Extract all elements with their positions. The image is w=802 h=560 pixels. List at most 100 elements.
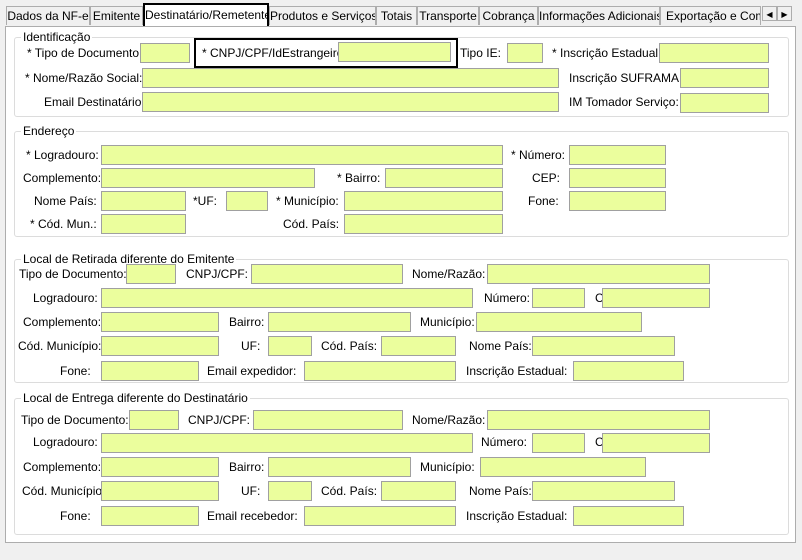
label-logradouro: * Logradouro: <box>26 148 99 162</box>
retirada-nome-razao-field[interactable] <box>487 264 710 284</box>
retirada-cnpj-cpf-field[interactable] <box>251 264 403 284</box>
label-im-tomador: IM Tomador Serviço: <box>569 95 679 109</box>
retirada-nome-pais-field[interactable] <box>532 336 675 356</box>
label-numero: Número: <box>484 291 531 305</box>
entrega-bairro-field[interactable] <box>268 457 411 477</box>
entrega-cod-pais-field[interactable] <box>381 481 456 501</box>
label-municipio: Município: <box>420 460 475 474</box>
tab-transporte[interactable]: Transporte <box>417 6 479 25</box>
cod-mun-field[interactable] <box>101 214 186 234</box>
tipo-ie-field[interactable] <box>507 43 543 63</box>
cep-field[interactable] <box>569 168 666 188</box>
retirada-bairro-field[interactable] <box>268 312 411 332</box>
label-uf: UF: <box>241 339 261 353</box>
entrega-nome-pais-field[interactable] <box>532 481 675 501</box>
group-local-retirada: Local de Retirada diferente do Emitente … <box>14 252 789 383</box>
label-tipo-ie: Tipo IE: <box>460 46 501 60</box>
label-tipo-documento: * Tipo de Documento: <box>27 46 143 60</box>
im-tomador-field[interactable] <box>680 93 769 113</box>
retirada-fone-field[interactable] <box>101 361 199 381</box>
retirada-tipo-documento-field[interactable] <box>126 264 176 284</box>
label-cep: CEP: <box>532 171 561 185</box>
tab-cobranca[interactable]: Cobrança <box>479 6 538 25</box>
entrega-nome-razao-field[interactable] <box>487 410 710 430</box>
tab-informacoes-adicionais[interactable]: Informações Adicionais <box>538 6 660 25</box>
entrega-cep-field[interactable] <box>602 433 710 453</box>
inscricao-estadual-field[interactable] <box>659 43 769 63</box>
label-bairro: Bairro: <box>229 315 265 329</box>
retirada-cod-municipio-field[interactable] <box>101 336 219 356</box>
fone-field[interactable] <box>569 191 666 211</box>
label-bairro: * Bairro: <box>337 171 381 185</box>
tab-produtos-servicos[interactable]: Produtos e Serviços <box>269 6 376 25</box>
municipio-field[interactable] <box>344 191 503 211</box>
tab-scroll-right-icon[interactable]: ▶ <box>777 6 792 21</box>
retirada-numero-field[interactable] <box>532 288 585 308</box>
retirada-uf-field[interactable] <box>268 336 312 356</box>
label-email-destinatario: Email Destinatário: <box>44 95 145 109</box>
tab-emitente[interactable]: Emitente <box>90 6 143 25</box>
label-logradouro: Logradouro: <box>33 291 98 305</box>
retirada-municipio-field[interactable] <box>476 312 642 332</box>
complemento-field[interactable] <box>101 168 315 188</box>
retirada-email-field[interactable] <box>304 361 456 381</box>
label-numero: Número: <box>481 435 528 449</box>
label-nome-pais: Nome País: <box>34 194 97 208</box>
uf-field[interactable] <box>226 191 268 211</box>
nome-pais-field[interactable] <box>101 191 186 211</box>
retirada-cod-pais-field[interactable] <box>381 336 456 356</box>
label-fone: Fone: <box>60 364 91 378</box>
entrega-email-field[interactable] <box>304 506 456 526</box>
label-cnpj-cpf: CNPJ/CPF: <box>188 413 251 427</box>
label-complemento: Complemento: <box>23 171 102 185</box>
label-suframa: Inscrição SUFRAMA: <box>569 71 683 85</box>
label-fone: Fone: <box>60 509 91 523</box>
label-complemento: Complemento: <box>23 315 102 329</box>
retirada-logradouro-field[interactable] <box>101 288 473 308</box>
entrega-fone-field[interactable] <box>101 506 199 526</box>
bairro-field[interactable] <box>385 168 503 188</box>
label-cnpj-cpf: CNPJ/CPF: <box>186 267 249 281</box>
entrega-municipio-field[interactable] <box>480 457 646 477</box>
email-destinatario-field[interactable] <box>142 92 559 112</box>
label-numero: * Número: <box>511 148 566 162</box>
tab-totais[interactable]: Totais <box>376 6 417 25</box>
logradouro-field[interactable] <box>101 145 503 165</box>
entrega-cnpj-cpf-field[interactable] <box>253 410 403 430</box>
group-title: Local de Entrega diferente do Destinatár… <box>21 391 250 405</box>
entrega-logradouro-field[interactable] <box>101 433 473 453</box>
cnpj-cpf-field[interactable] <box>338 42 451 62</box>
tab-dados-nfe[interactable]: Dados da NF-e <box>6 6 90 25</box>
tipo-documento-field[interactable] <box>140 43 190 63</box>
tab-destinatario-remetente[interactable]: Destinatário/Remetente <box>143 3 269 26</box>
entrega-numero-field[interactable] <box>532 433 585 453</box>
label-email-recebedor: Email recebedor: <box>207 509 298 523</box>
retirada-inscricao-estadual-field[interactable] <box>573 361 684 381</box>
retirada-cep-field[interactable] <box>602 288 710 308</box>
numero-field[interactable] <box>569 145 666 165</box>
label-cod-municipio: Cód. Município: <box>22 484 106 498</box>
label-inscricao-estadual: Inscrição Estadual: <box>466 364 568 378</box>
label-tipo-documento: Tipo de Documento: <box>19 267 127 281</box>
nome-razao-social-field[interactable] <box>142 68 559 88</box>
label-fone: Fone: <box>528 194 559 208</box>
label-uf: *UF: <box>193 194 217 208</box>
label-inscricao-estadual: * Inscrição Estadual: <box>552 46 662 60</box>
tab-exportacao-compra[interactable]: Exportação e Compra <box>660 6 761 25</box>
label-nome-pais: Nome País: <box>469 484 532 498</box>
suframa-field[interactable] <box>680 68 769 88</box>
cod-pais-field[interactable] <box>344 214 503 234</box>
tab-scroll-left-icon[interactable]: ◀ <box>762 6 777 21</box>
entrega-uf-field[interactable] <box>268 481 312 501</box>
label-email-expedidor: Email expedidor: <box>207 364 297 378</box>
entrega-tipo-documento-field[interactable] <box>129 410 179 430</box>
entrega-complemento-field[interactable] <box>101 457 219 477</box>
retirada-complemento-field[interactable] <box>101 312 219 332</box>
group-title: Identificação <box>21 30 93 44</box>
entrega-inscricao-estadual-field[interactable] <box>573 506 684 526</box>
group-identificacao: Identificação * Tipo de Documento: * CNP… <box>14 30 789 117</box>
entrega-cod-municipio-field[interactable] <box>101 481 219 501</box>
label-bairro: Bairro: <box>229 460 265 474</box>
label-cod-pais: Cód. País: <box>283 217 340 231</box>
label-cod-pais: Cód. País: <box>321 484 378 498</box>
